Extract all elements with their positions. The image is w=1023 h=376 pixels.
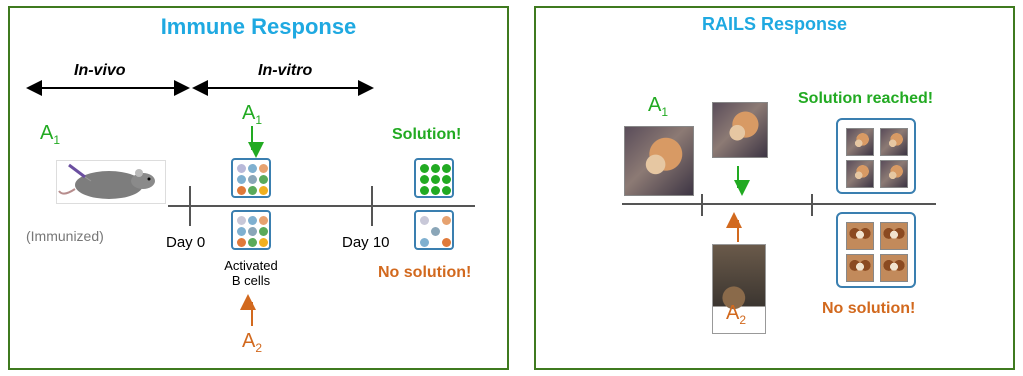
cell-dot: [248, 216, 257, 225]
cell-dot: [237, 216, 246, 225]
well-day0-bottom: [231, 210, 271, 250]
cell-dot: [237, 164, 246, 173]
dog-thumb: [846, 254, 874, 282]
well-day10-bottom: [414, 210, 454, 250]
mouse-drawing: [58, 163, 155, 199]
cat-thumb: [846, 160, 874, 188]
cell-dot: [248, 238, 257, 247]
no-solution-label: No solution!: [378, 264, 472, 281]
cell-dot: [248, 175, 257, 184]
rails-no-solution-label: No solution!: [822, 300, 916, 317]
cell-dot: [442, 164, 451, 173]
a1-antigen-label: A1: [40, 122, 61, 147]
cell-dot: [431, 164, 440, 173]
rails-a1-label: A1: [648, 94, 669, 119]
cell-dot: [259, 186, 268, 195]
rails-response-panel: RAILS Response A1 A2 Solution reached!: [534, 6, 1015, 370]
activated-b-cells-label: Activated B cells: [224, 258, 278, 288]
cell-dot: [248, 186, 257, 195]
panel-title: RAILS Response: [701, 14, 848, 34]
cell-dot: [259, 227, 268, 236]
timeline-diagram: [26, 80, 475, 326]
cell-dot: [442, 175, 451, 184]
day0-label: Day 0: [166, 234, 206, 251]
cell-dot: [237, 186, 246, 195]
panel-title: Immune Response: [160, 14, 357, 39]
day10-label: Day 10: [342, 234, 390, 251]
cell-dot: [259, 216, 268, 225]
solution-grid-box: [836, 118, 916, 194]
mouse-illustration: [56, 160, 166, 204]
cat-thumb: [880, 128, 908, 156]
a2-antigen-label: A2: [242, 330, 263, 355]
no-solution-grid-box: [836, 212, 916, 288]
cell-dot: [442, 186, 451, 195]
immune-response-panel: Immune Response In-vivo In: [8, 6, 509, 370]
immunized-label: (Immunized): [26, 228, 104, 244]
well-day0-top: [231, 158, 271, 198]
dog-thumb: [880, 222, 908, 250]
cell-dot: [259, 175, 268, 184]
dog-thumb: [846, 222, 874, 250]
cell-dot: [442, 238, 451, 247]
cat-thumb: [846, 128, 874, 156]
solution-reached-label: Solution reached!: [798, 90, 934, 107]
solution-label: Solution!: [392, 126, 462, 143]
cell-dot: [237, 175, 246, 184]
well-day10-top: [414, 158, 454, 198]
cell-dot: [420, 238, 429, 247]
cell-dot: [237, 238, 246, 247]
cell-dot: [431, 175, 440, 184]
dog-thumb: [880, 254, 908, 282]
cell-dot: [431, 186, 440, 195]
cell-dot: [248, 164, 257, 173]
cell-dot: [259, 164, 268, 173]
rails-a2-label: A2: [726, 302, 747, 327]
in-vivo-label: In-vivo: [74, 62, 126, 79]
cell-dot: [420, 186, 429, 195]
rails-timeline-diagram: [622, 166, 936, 242]
a2-image: [712, 244, 766, 334]
cell-dot: [431, 227, 440, 236]
cell-dot: [420, 164, 429, 173]
cell-dot: [420, 175, 429, 184]
cat-image-large: [624, 126, 694, 196]
cat-image-small: [712, 102, 768, 158]
cell-dot: [420, 216, 429, 225]
cell-dot: [237, 227, 246, 236]
cell-dot: [259, 238, 268, 247]
in-vitro-label: In-vitro: [258, 62, 313, 79]
a1-top-antigen-label: A1: [242, 102, 263, 127]
cell-dot: [442, 216, 451, 225]
cell-dot: [248, 227, 257, 236]
cat-thumb: [880, 160, 908, 188]
